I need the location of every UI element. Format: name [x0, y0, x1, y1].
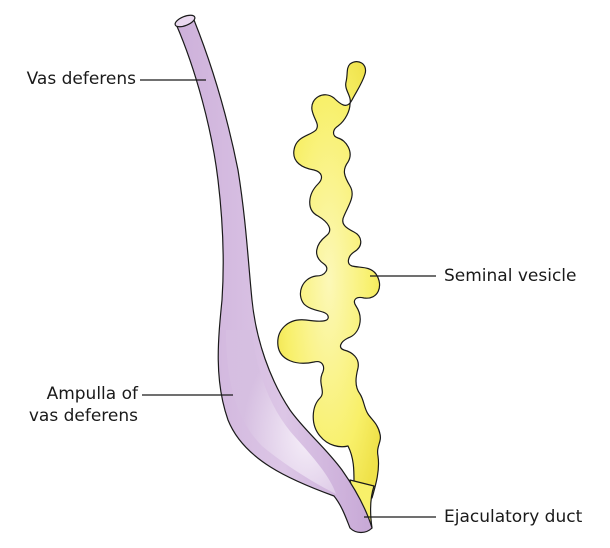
ampulla-label-line1: Ampulla of	[4, 383, 138, 405]
ampulla-label: Ampulla of vas deferens	[4, 383, 138, 427]
ampulla-label-line2: vas deferens	[4, 405, 138, 427]
ejaculatory-duct-label: Ejaculatory duct	[444, 506, 582, 528]
seminal-vesicle-label: Seminal vesicle	[444, 265, 576, 287]
vas-deferens-label: Vas deferens	[4, 68, 136, 90]
